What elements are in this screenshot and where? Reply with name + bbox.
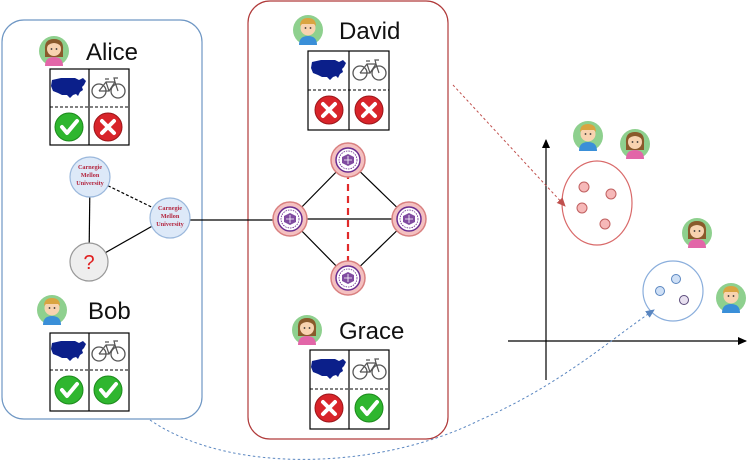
cross-icon	[353, 94, 385, 126]
svg-text:Mellon: Mellon	[81, 172, 100, 179]
check-icon	[53, 374, 85, 406]
cluster-blue	[642, 218, 746, 322]
check-icon	[53, 111, 85, 143]
svg-text:Carnegie: Carnegie	[158, 205, 182, 212]
alice-name: Alice	[86, 39, 138, 66]
bob-name: Bob	[88, 298, 131, 325]
girl-avatar-icon	[620, 129, 650, 159]
bob-preference-table	[49, 332, 130, 412]
alice-preference-table	[49, 68, 130, 146]
university-graph	[272, 142, 427, 296]
david-block: David	[293, 15, 400, 131]
svg-text:University: University	[76, 180, 104, 187]
unknown-node: ?	[69, 242, 109, 282]
boy-avatar-icon	[716, 283, 746, 313]
svg-text:University: University	[156, 221, 184, 228]
bob-avatar-icon	[37, 295, 67, 325]
check-icon	[92, 374, 124, 406]
bob-to-cluster-arrow	[149, 309, 655, 460]
cross-icon	[313, 94, 345, 126]
cmu-node-right: Carnegie Mellon University	[149, 197, 191, 239]
university-seal-icon	[391, 201, 427, 237]
cmu-node-top: Carnegie Mellon University	[69, 156, 111, 198]
embedding-space	[508, 121, 747, 380]
girl-avatar-icon	[682, 218, 712, 248]
university-seal-icon	[330, 260, 366, 296]
david-preference-table	[307, 50, 390, 131]
cmu-graph: Carnegie Mellon University Carnegie Mell…	[69, 156, 305, 282]
david-to-cluster-arrow	[452, 84, 566, 207]
david-avatar-icon	[293, 15, 323, 45]
university-seal-icon	[272, 201, 308, 237]
alice-avatar-icon	[39, 36, 69, 66]
boy-avatar-icon	[573, 121, 603, 151]
david-name: David	[339, 18, 400, 45]
check-icon	[353, 392, 385, 424]
grace-block: Grace	[292, 315, 404, 430]
cross-icon	[92, 111, 124, 143]
unknown-mark: ?	[83, 252, 94, 274]
grace-avatar-icon	[292, 315, 322, 345]
cluster-red	[561, 121, 650, 246]
cross-icon	[313, 392, 345, 424]
svg-text:Carnegie: Carnegie	[78, 164, 102, 171]
university-seal-icon	[330, 142, 366, 178]
bob-block: Bob	[37, 295, 131, 412]
svg-text:Mellon: Mellon	[161, 213, 180, 220]
grace-name: Grace	[339, 318, 404, 345]
grace-preference-table	[309, 349, 390, 430]
alice-block: Alice	[39, 36, 138, 146]
